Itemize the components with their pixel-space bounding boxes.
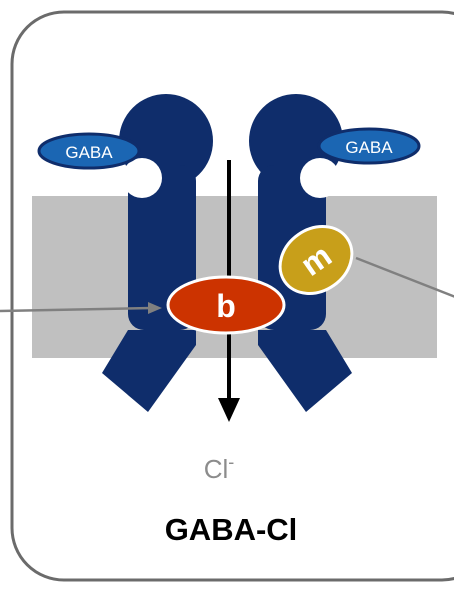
pointer-line-m [355,256,454,298]
binding-site-b-label: b [216,288,236,324]
gaba-ligand-right: GABA [317,127,421,165]
pointer-arrowhead-b [148,302,162,314]
ion-charge: - [228,452,234,472]
ion-flow-arrowhead [218,398,240,422]
binding-site-b: b [166,275,286,335]
binding-site-m: m [278,225,354,295]
gaba-ligand-left-label: GABA [65,143,113,162]
diagram-title: GABA-Cl [165,512,298,547]
binding-notch-right [300,158,340,198]
ion-label: Cl- [204,452,235,484]
gaba-ligand-left: GABA [37,132,141,170]
gaba-ligand-right-label: GABA [345,138,393,157]
pointer-line-b [0,306,153,313]
binding-notch-left [122,158,162,198]
